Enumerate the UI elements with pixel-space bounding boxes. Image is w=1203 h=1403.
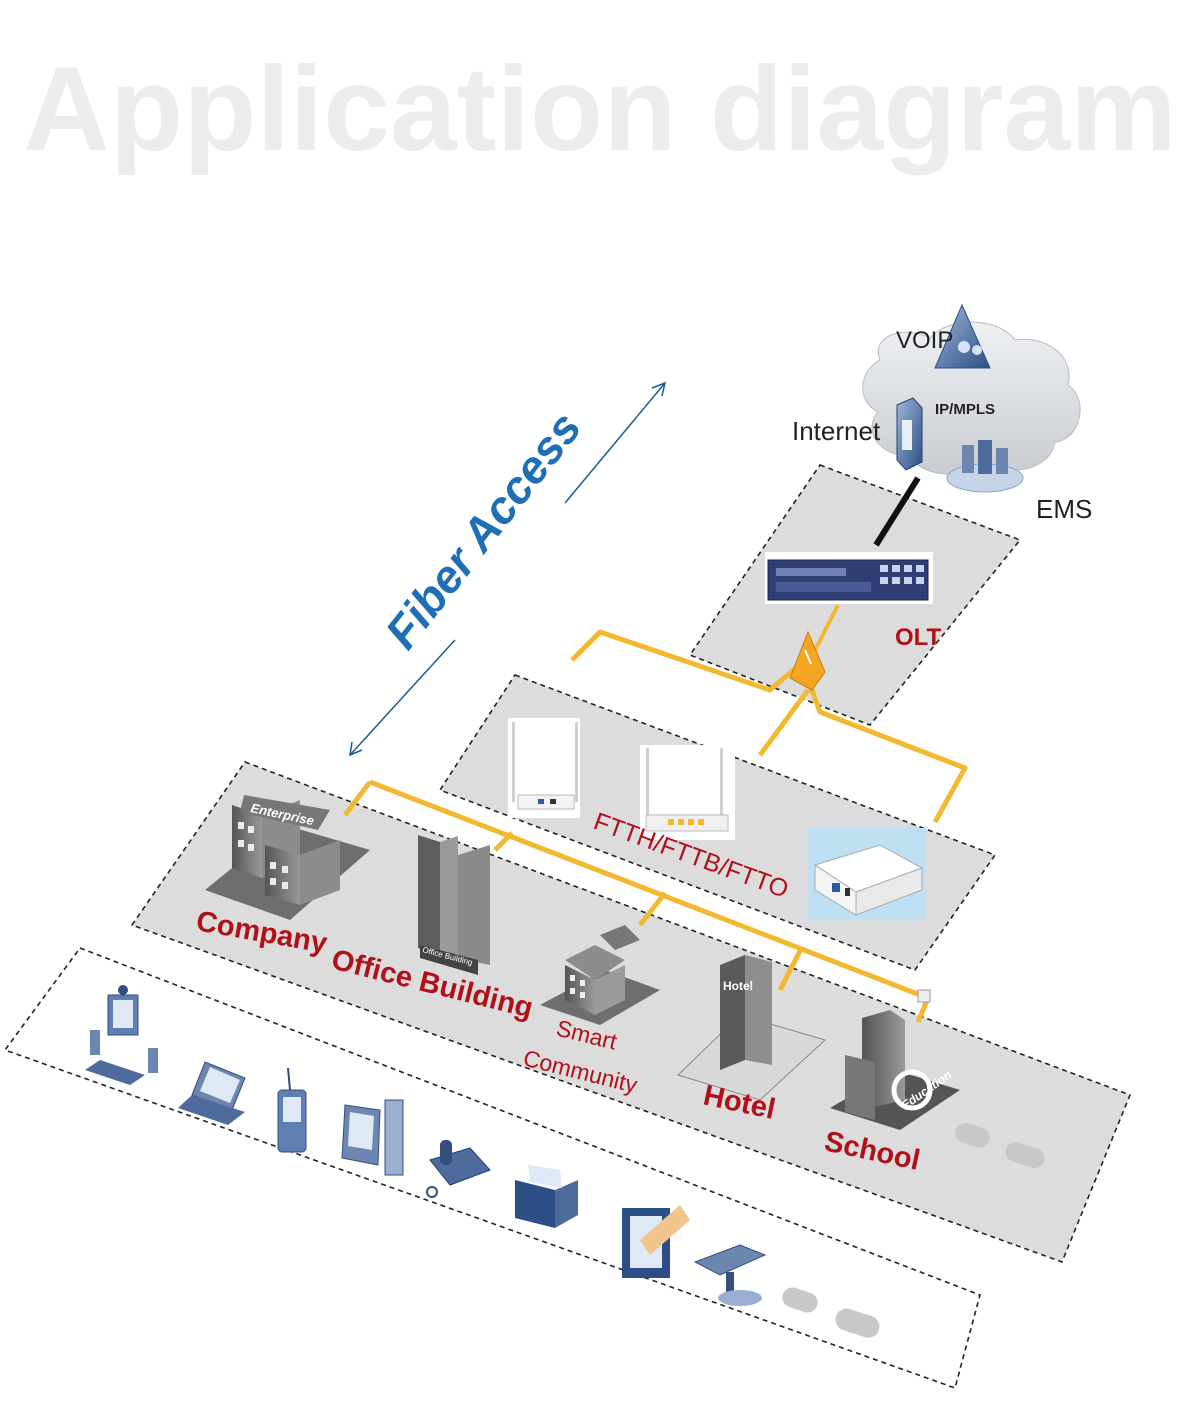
terminal-plane xyxy=(3,947,981,1390)
hotel-building-icon: Hotel xyxy=(677,955,826,1101)
pda-icon xyxy=(277,1067,307,1153)
school-building-icon: Education xyxy=(830,989,960,1130)
ip-phone-icon xyxy=(426,1140,491,1198)
voip-gateway-icon xyxy=(934,303,991,369)
olt-chassis-icon xyxy=(765,552,933,604)
title-watermark: Application diagram xyxy=(23,42,1176,176)
card-reader-icon xyxy=(622,1205,690,1278)
laptop-icon xyxy=(178,1061,246,1125)
internet-router-icon xyxy=(896,397,923,471)
svg-text:Application diagram: Application diagram xyxy=(23,42,1176,176)
splitter-icon xyxy=(789,630,826,691)
olt-label: OLT xyxy=(895,624,942,651)
enterprise-building-icon: Enterprise xyxy=(205,795,370,920)
desktop-videophone-icon xyxy=(85,985,158,1085)
office-building-icon: Office Building xyxy=(418,835,490,975)
more-terminals-icon xyxy=(782,1287,880,1338)
more-scenarios-icon xyxy=(955,1122,1045,1169)
scenario-plane xyxy=(130,761,1132,1264)
smart-community-icon xyxy=(540,925,660,1025)
onu-device-1-icon xyxy=(508,718,580,818)
pc-tower-icon xyxy=(341,1099,404,1176)
ems-label: EMS xyxy=(1036,494,1092,524)
svg-text:Hotel: Hotel xyxy=(723,979,753,993)
voip-label: VOIP xyxy=(896,327,953,354)
onu-device-2-icon xyxy=(640,745,735,840)
camera-icon xyxy=(693,1244,767,1306)
fiber-access-arrow xyxy=(349,381,667,757)
printer-icon xyxy=(515,1165,578,1228)
internet-label: Internet xyxy=(792,416,881,446)
uplink-line xyxy=(873,476,921,547)
fiber-access-label: Fiber Access xyxy=(375,402,591,658)
onu-device-3-icon xyxy=(808,828,926,920)
ip-mpls-label: IP/MPLS xyxy=(935,401,995,418)
ems-server-icon xyxy=(946,440,1024,493)
